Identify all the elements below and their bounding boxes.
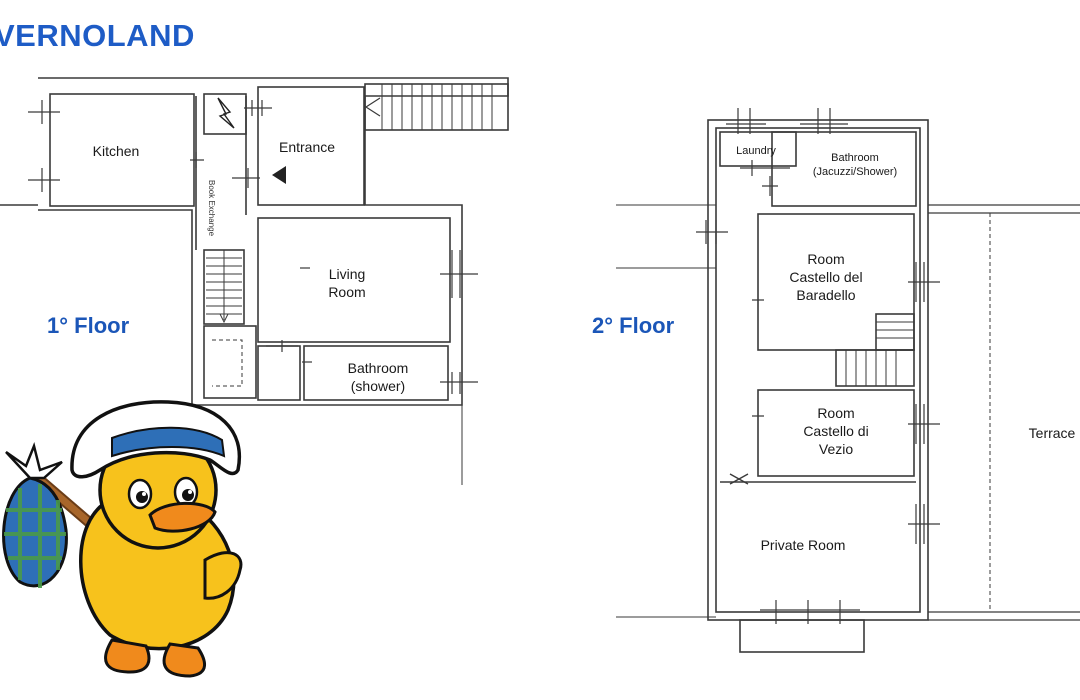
room-vezio-line2: Castello di (803, 423, 869, 439)
lightning-icon (217, 97, 235, 129)
bathroom-shower-line2: (shower) (350, 378, 406, 394)
room-vezio-line3: Vezio (818, 441, 854, 457)
speaker-icon (272, 166, 286, 184)
room-baradello-line3: Baradello (796, 287, 856, 303)
room-vezio-line1: Room (817, 405, 855, 421)
bathroom-shower-line1: Bathroom (347, 360, 409, 376)
book-exchange-label: Book Exchange (207, 180, 216, 237)
kitchen-label: Kitchen (92, 143, 140, 159)
first-floor-plan (0, 77, 509, 485)
room-baradello-line2: Castello del (789, 269, 863, 285)
terrace-label: Terrace (1028, 425, 1076, 441)
duck-mascot (2, 400, 243, 678)
second-floor-label: 2° Floor (592, 313, 675, 338)
brand-title: VERNOLAND (0, 18, 195, 53)
bathroom-jacuzzi-line1: Bathroom (831, 152, 879, 164)
first-floor-label: 1° Floor (47, 313, 130, 338)
second-floor-plan (616, 108, 1080, 653)
laundry-label: Laundry (736, 145, 776, 157)
room-vezio-label: Room Castello di Vezio (803, 404, 868, 458)
living-room-label-line1: Living (328, 266, 366, 282)
room-baradello-label: Room Castello del Baradello (789, 250, 862, 304)
bathroom-shower-label: Bathroom (shower) (348, 359, 409, 395)
living-room-label: Living Room (328, 265, 365, 301)
private-room-label: Private Room (760, 537, 846, 553)
living-room-label-line2: Room (328, 284, 366, 300)
room-baradello-line1: Room (807, 251, 845, 267)
bathroom-jacuzzi-line2: (Jacuzzi/Shower) (812, 166, 898, 178)
entrance-label: Entrance (278, 139, 336, 155)
bathroom-jacuzzi-label: Bathroom (Jacuzzi/Shower) (813, 151, 897, 179)
